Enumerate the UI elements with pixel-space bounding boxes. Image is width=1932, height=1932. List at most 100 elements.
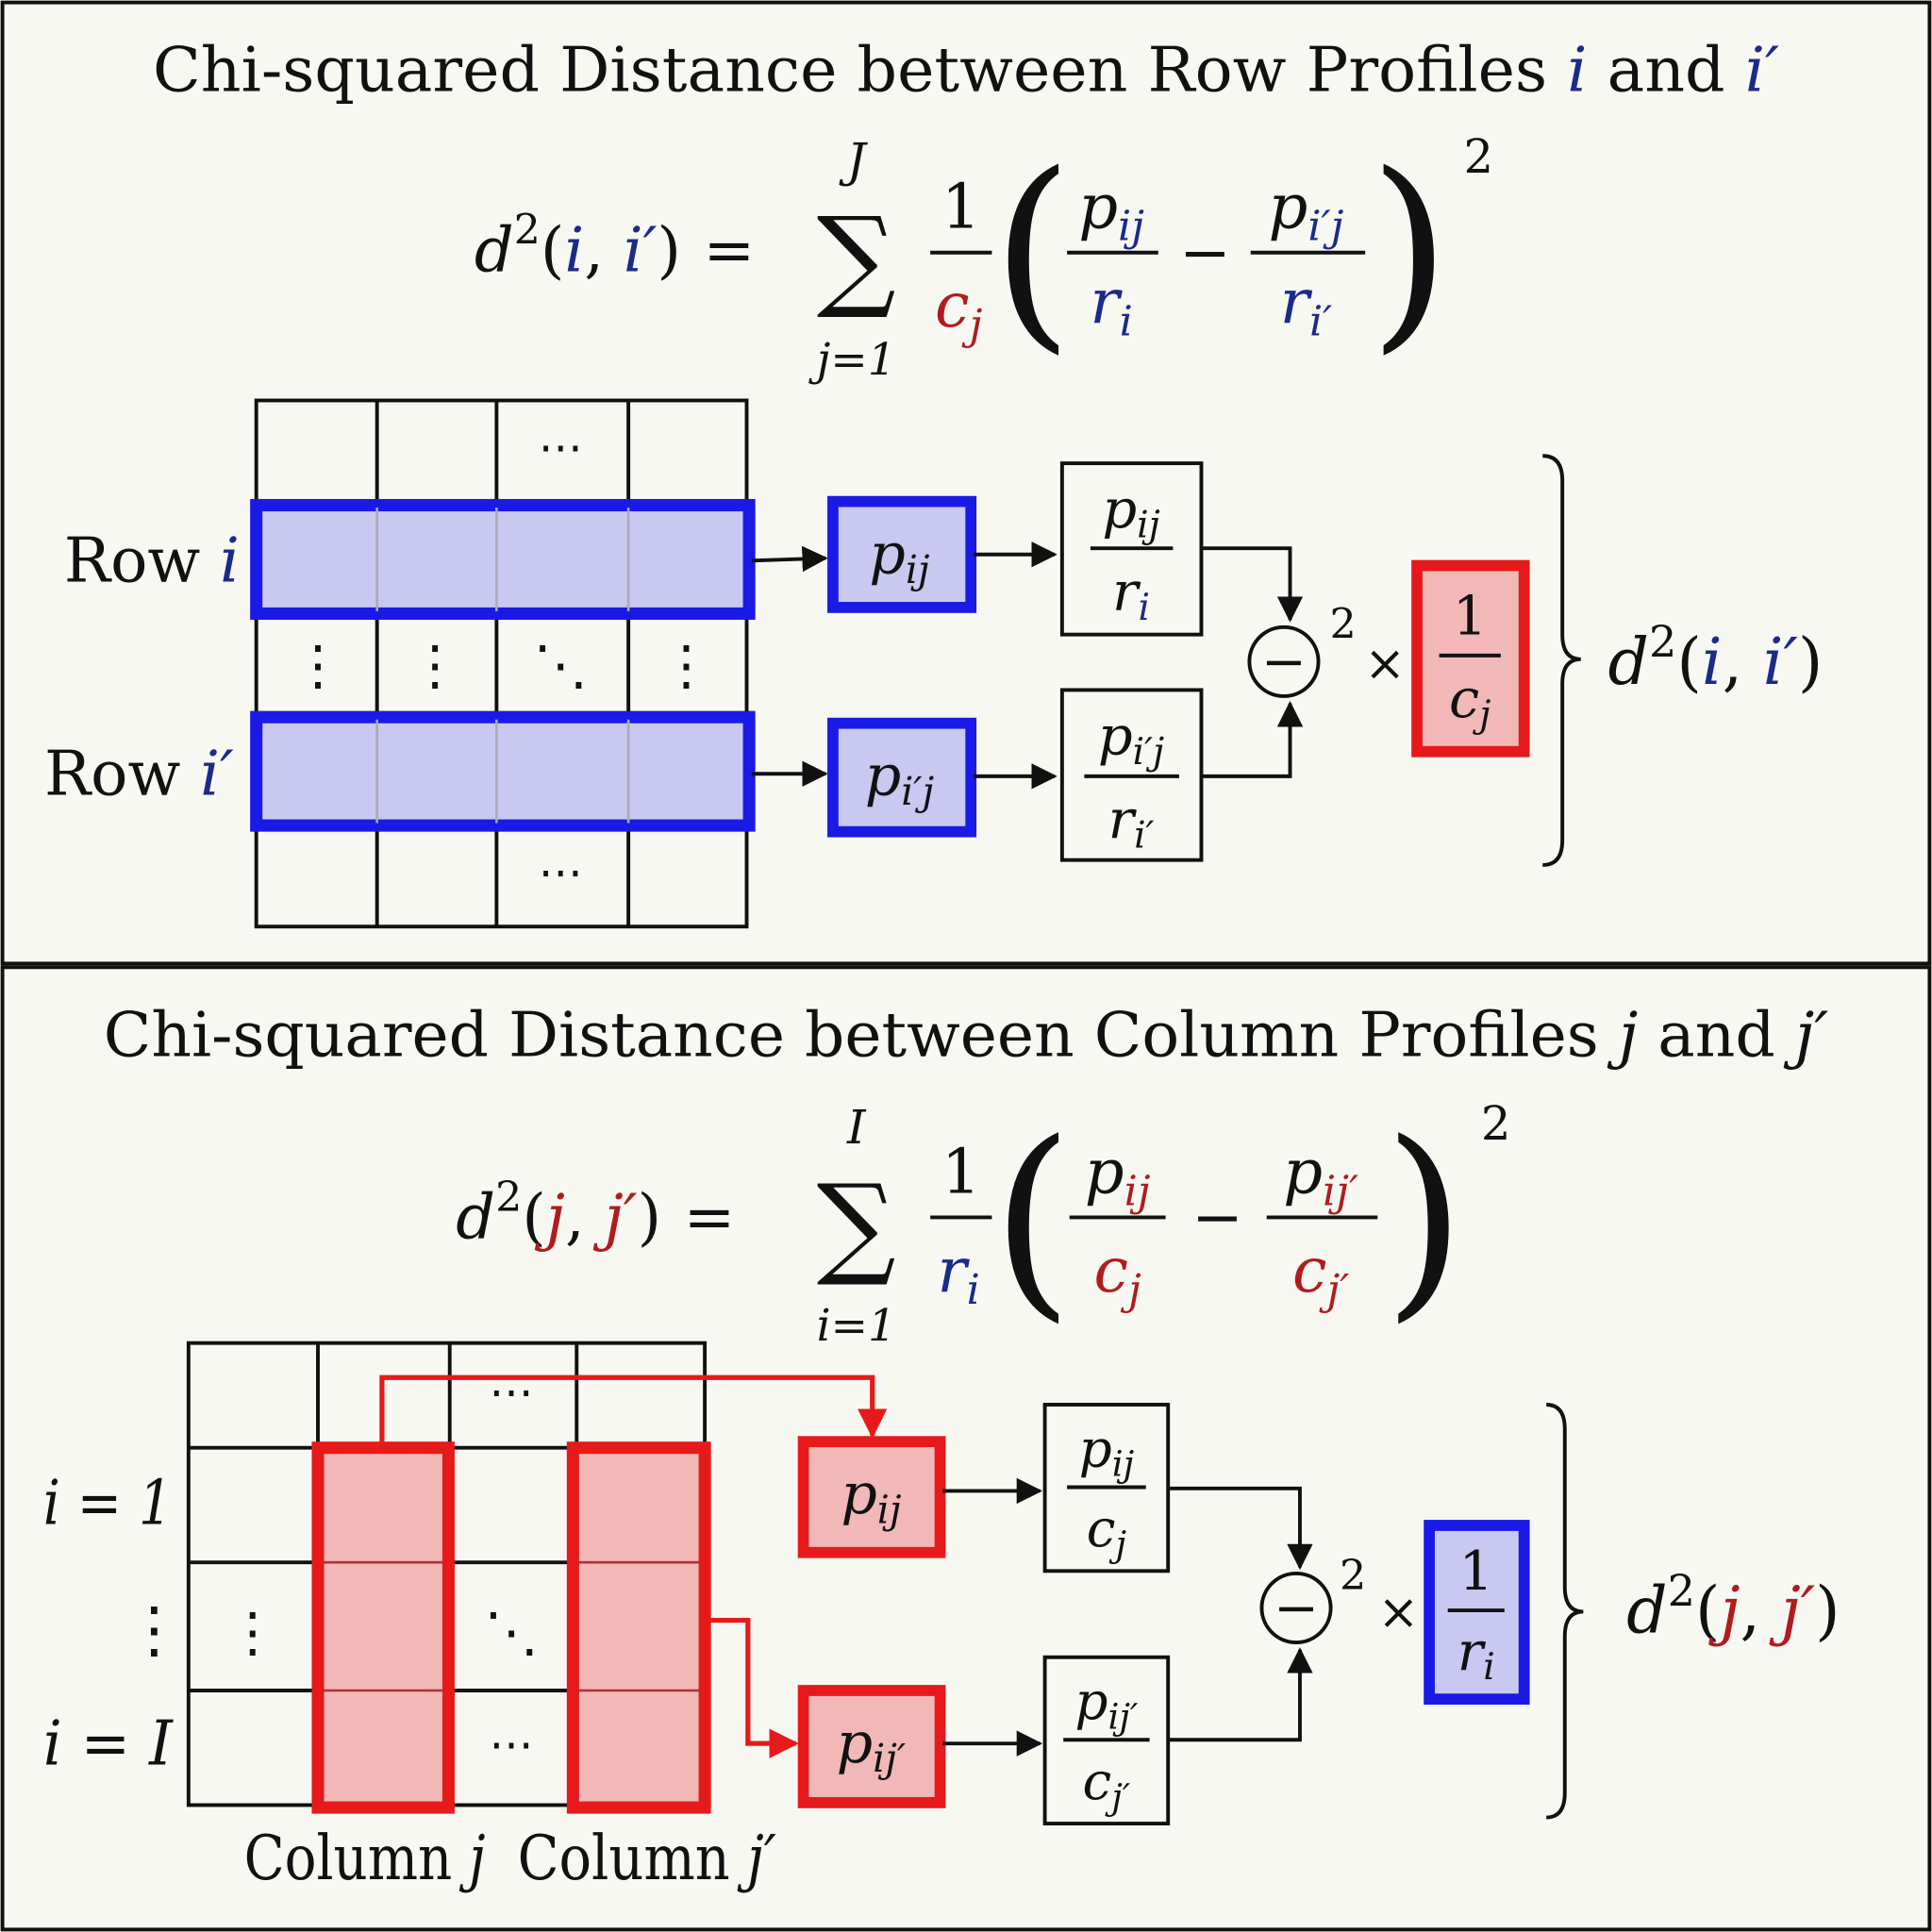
arrow	[1201, 546, 1304, 623]
arrow	[1201, 701, 1304, 778]
column-panel-title: Chi-squared Distance between Column Prof…	[104, 999, 1829, 1071]
minus: −	[1191, 1182, 1243, 1254]
subtract-node	[1259, 1571, 1333, 1645]
svg-text:cj′: cj′	[1083, 1751, 1131, 1817]
column-formula: d2(j, j′)= ∑ I i=1 1 ri ( pij cj − pij′ …	[456, 1096, 1510, 1352]
power: 2	[1481, 1096, 1511, 1151]
hdots: ⋯	[539, 422, 583, 474]
vdots: ⋮	[225, 1601, 279, 1664]
weight-denominator: ri	[937, 1235, 979, 1314]
row-vdots-label: ⋮	[124, 1594, 185, 1666]
row-i-label: Row i	[64, 525, 240, 596]
right-brace	[1546, 1403, 1584, 1820]
row-i-highlight	[250, 498, 756, 620]
right-brace	[1542, 454, 1581, 867]
frac2-den: cj′	[1292, 1235, 1349, 1314]
hdots: ⋯	[539, 846, 583, 898]
row-result: d2(i, i′)	[1607, 616, 1823, 700]
svg-text:ri: ri	[1112, 560, 1150, 629]
sum-lower: i=1	[817, 1300, 896, 1352]
minus-sign: −	[1261, 630, 1307, 693]
right-paren: )	[1384, 1098, 1466, 1341]
svg-text:cj: cj	[1087, 1498, 1126, 1564]
svg-text:pij: pij	[841, 1461, 902, 1532]
sum-sign: ∑	[817, 1160, 896, 1290]
vdots: ⋮	[659, 634, 713, 697]
svg-text:ri: ri	[1457, 1620, 1495, 1689]
row-i-prime-label: Row i′	[44, 738, 234, 809]
frac1-num: pij	[1078, 172, 1144, 251]
frac2-num: pij′	[1283, 1136, 1358, 1215]
vdots: ⋮	[408, 634, 461, 697]
svg-text:1: 1	[1458, 1540, 1493, 1603]
row-panel: Chi-squared Distance between Row Profile…	[44, 35, 1823, 929]
left-paren: (	[991, 1098, 1074, 1341]
sum-lower: j=1	[808, 334, 896, 386]
column-result: d2(j, j′)	[1626, 1565, 1840, 1649]
sum-sign: ∑	[817, 192, 896, 322]
arrow	[1168, 1486, 1313, 1571]
weight-numerator: 1	[941, 1136, 981, 1208]
column-j-highlight	[311, 1441, 455, 1814]
frac2-num: pi′j	[1269, 172, 1344, 251]
frac1-den: ri	[1090, 266, 1132, 345]
frac2-den: ri′	[1280, 266, 1333, 345]
svg-text:pi′j: pi′j	[865, 742, 935, 813]
column-profile-j-box: pij cj	[1042, 1403, 1171, 1574]
ddots: ⋱	[534, 634, 588, 697]
contingency-table-columns: ⋯ ⋮ ⋱ ⋯	[186, 1341, 711, 1814]
red-arrow	[706, 1617, 799, 1758]
row-I-label: i = I	[43, 1707, 174, 1779]
square-power: 2	[1340, 1552, 1366, 1600]
svg-text:pi′j: pi′j	[1098, 704, 1164, 773]
column-j-prime-highlight	[566, 1441, 711, 1814]
arrow	[1168, 1647, 1313, 1742]
right-paren: )	[1369, 129, 1451, 373]
svg-text:pij′: pij′	[837, 1710, 907, 1781]
left-paren: (	[991, 129, 1074, 373]
red-arrow	[379, 1374, 888, 1444]
minus: −	[1179, 217, 1231, 289]
subtract-node	[1247, 625, 1321, 698]
square-power: 2	[1330, 601, 1357, 649]
row-panel-border	[0, 0, 1932, 966]
p-ij-box: pij	[797, 1436, 946, 1558]
row-i-prime-highlight	[250, 710, 756, 832]
row-formula-lhs: d2(i, i′)=	[475, 207, 755, 287]
svg-text:pij: pij	[869, 521, 930, 591]
hdots: ⋯	[490, 1719, 534, 1771]
column-panel: Chi-squared Distance between Column Prof…	[43, 999, 1840, 1893]
svg-text:pij: pij	[1102, 477, 1159, 546]
weight-denominator: cj	[935, 270, 983, 349]
column-weight-box: 1 cj	[1411, 559, 1530, 758]
row-panel-title: Chi-squared Distance between Row Profile…	[153, 35, 1779, 107]
column-formula-lhs: d2(j, j′)=	[456, 1174, 735, 1254]
vdots: ⋮	[291, 634, 344, 697]
column-profile-jprime-box: pij′ cj′	[1042, 1655, 1171, 1826]
svg-text:cj: cj	[1449, 667, 1491, 736]
column-panel-border	[0, 965, 1932, 1932]
svg-text:1: 1	[1453, 585, 1488, 648]
contingency-table-rows: ⋯ ⋯ ⋮ ⋮ ⋱ ⋮	[250, 398, 756, 929]
minus-sign: −	[1274, 1576, 1319, 1640]
times-sign: ×	[1378, 1585, 1420, 1641]
frac1-den: cj	[1093, 1235, 1141, 1314]
column-j-label: Column j	[244, 1823, 486, 1894]
frac1-num: pij	[1085, 1136, 1151, 1215]
row-weight-box: 1 ri	[1424, 1520, 1530, 1706]
row-1-label: i = 1	[43, 1468, 173, 1540]
svg-text:ri′: ri′	[1108, 788, 1155, 857]
row-profile-i-box: pij ri	[1059, 461, 1204, 637]
p-ij-box: pij	[827, 495, 977, 613]
times-sign: ×	[1364, 636, 1406, 692]
hdots: ⋯	[490, 1367, 534, 1419]
power: 2	[1464, 129, 1494, 184]
p-ijp-box: pij′	[797, 1685, 946, 1808]
weight-numerator: 1	[941, 172, 981, 243]
svg-text:pij′: pij′	[1074, 1671, 1139, 1737]
svg-text:pij: pij	[1079, 1418, 1135, 1484]
row-formula: d2(i, i′)= ∑ J j=1 1 cj ( pij ri − pi′j …	[475, 129, 1493, 386]
column-j-prime-label: Column j′	[518, 1823, 776, 1894]
sum-upper: I	[846, 1100, 867, 1155]
